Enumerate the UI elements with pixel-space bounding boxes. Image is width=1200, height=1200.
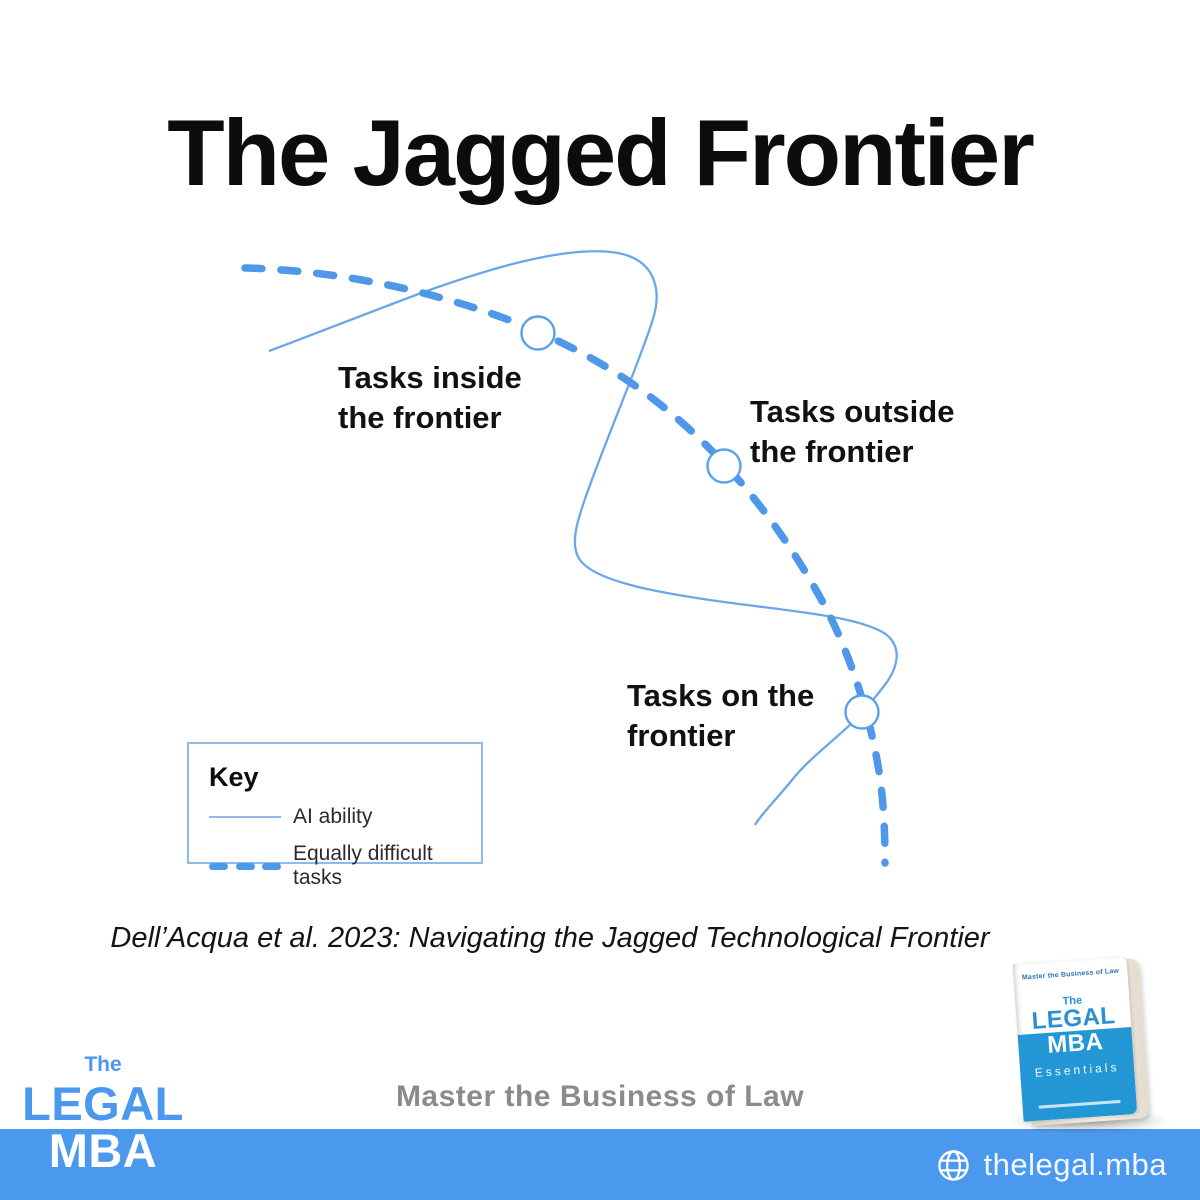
- logo-the: The: [84, 1053, 122, 1076]
- legend-heading: Key: [209, 762, 259, 792]
- task-marker-inside: [520, 315, 556, 351]
- book-cover-essentials: Essentials: [1034, 1059, 1120, 1080]
- task-marker-outside: [706, 448, 742, 484]
- book-mockup: Master the Business of Law The LEGAL MBA…: [1008, 956, 1178, 1138]
- legend-key-box: Key AI ability Equally difficult tasks: [187, 742, 483, 889]
- label-tasks-inside: Tasks inside the frontier: [338, 360, 522, 436]
- globe-icon: [938, 1149, 970, 1181]
- task-marker-on: [844, 694, 880, 730]
- solid-line-swatch: [209, 816, 281, 818]
- legend-row-ai-ability: AI ability: [209, 805, 481, 829]
- book-cover: Master the Business of Law The LEGAL MBA…: [1012, 956, 1138, 1122]
- book-cover-mba: MBA: [1046, 1028, 1105, 1059]
- label-tasks-outside: Tasks outside the frontier: [750, 394, 955, 470]
- logo-legal: LEGAL: [22, 1077, 184, 1130]
- equally-difficult-tasks-curve: [241, 264, 889, 867]
- footer-url[interactable]: thelegal.mba: [983, 1147, 1167, 1182]
- legal-mba-logo: The LEGAL MBA: [0, 1053, 206, 1177]
- logo-mba: MBA: [48, 1123, 158, 1177]
- footer-link[interactable]: thelegal.mba: [937, 1147, 1167, 1183]
- book-cover-header: Master the Business of Law: [1021, 967, 1120, 982]
- legend-label: Equally difficult tasks: [293, 842, 433, 889]
- footer-bar: [0, 1129, 1200, 1200]
- legend-label: AI ability: [293, 805, 373, 828]
- dashed-line-swatch: [209, 862, 281, 870]
- label-tasks-on: Tasks on the frontier: [627, 678, 815, 754]
- legend-row-difficult-tasks: Equally difficult tasks: [209, 842, 481, 890]
- page-title: The Jagged Frontier: [167, 100, 1035, 205]
- book-cover-blue-band: MBA Essentials: [1017, 1027, 1138, 1122]
- tagline: Master the Business of Law: [395, 1080, 805, 1113]
- source-citation: Dell’Acqua et al. 2023: Navigating the J…: [110, 922, 990, 954]
- book-cover-author-line: [1038, 1099, 1121, 1109]
